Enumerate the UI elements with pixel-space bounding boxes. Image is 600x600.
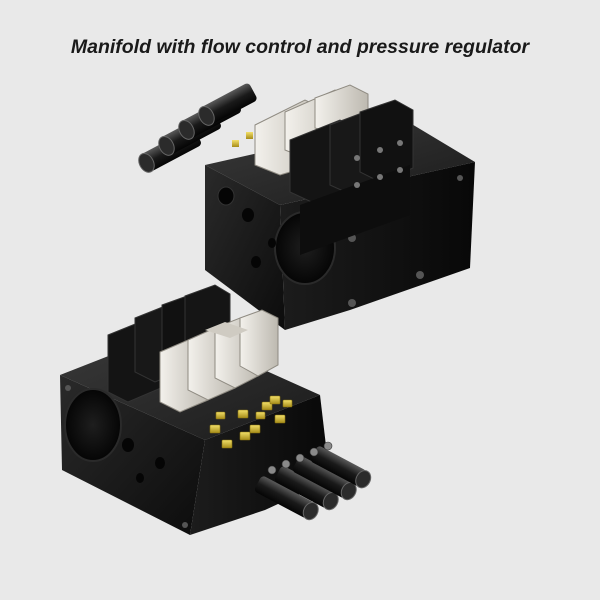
pressure-regulators-bottom <box>159 309 279 413</box>
flow-control-knobs-top <box>138 83 257 173</box>
flow-control-knobs-bottom <box>254 441 372 521</box>
page-title: Manifold with flow control and pressure … <box>70 36 530 58</box>
solenoid-valves-top <box>289 99 414 255</box>
brass-fittings <box>209 395 293 449</box>
